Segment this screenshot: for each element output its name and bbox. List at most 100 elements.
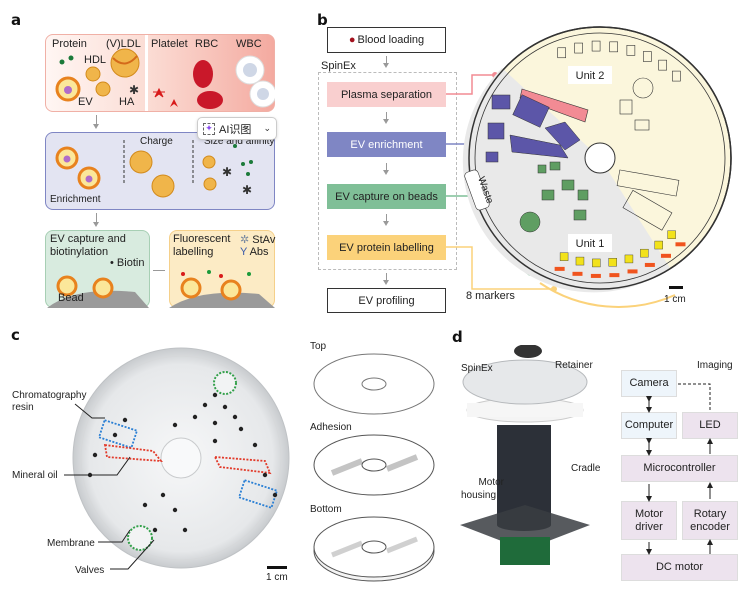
circuit-board <box>500 537 550 565</box>
membrane-callout: Membrane <box>47 538 95 549</box>
blood-components-illustration: ✱ <box>55 48 275 109</box>
lipoprotein <box>151 174 175 198</box>
stav-icon: ✲ <box>240 234 250 246</box>
arrow-down <box>383 163 389 175</box>
step-ev-enrichment: EV enrichment <box>327 132 446 157</box>
block-connectors <box>646 383 713 555</box>
rotary-encoder-block: Rotary encoder <box>682 501 738 540</box>
arrow-down <box>93 213 99 227</box>
valve <box>222 404 228 410</box>
enrichment-illustration: ✱ ✱ <box>55 140 253 198</box>
valve <box>92 452 98 458</box>
plasma-connector <box>446 74 495 95</box>
ai-image-recognition-button[interactable]: ✦ AI识图 ⌄ <box>197 117 277 140</box>
imaging-label: Imaging <box>697 360 733 371</box>
plasma-chamber <box>519 88 589 123</box>
valve <box>212 438 218 444</box>
spinex-disc <box>462 359 588 405</box>
valve <box>212 392 218 398</box>
stav-text: StAv <box>252 234 276 246</box>
valve <box>152 527 158 533</box>
enrichment-title: Enrichment <box>50 194 101 205</box>
spinex-photo-label: SpinEx <box>461 363 493 374</box>
lipoprotein <box>129 150 153 174</box>
scale-label: 1 cm <box>266 572 288 583</box>
label-platelet: Platelet <box>151 38 188 50</box>
base-plate <box>460 505 590 550</box>
label-chamber-yellow <box>608 258 617 267</box>
bead <box>47 290 149 308</box>
retainer <box>514 345 542 358</box>
unit2-well <box>672 70 681 82</box>
panel-a-letter: a <box>11 11 22 29</box>
dc-motor-block: DC motor <box>621 554 738 581</box>
arrow-down <box>383 273 389 285</box>
membrane-ring <box>213 371 237 395</box>
capture-title-1: EV capture and <box>50 233 126 245</box>
sparkle-scan-icon: ✦ <box>203 122 215 135</box>
label-chamber-red <box>675 242 686 247</box>
label-chamber-red <box>627 269 638 274</box>
unit2-well <box>658 59 667 71</box>
biotin-text: Biotin <box>116 257 145 269</box>
cradle-label: Cradle <box>571 463 601 474</box>
arrow-right <box>153 270 165 271</box>
divider <box>145 35 148 111</box>
dc-motor-label: DC motor <box>655 561 704 573</box>
motor-driver-label: Motor driver <box>634 507 664 533</box>
label-chamber-yellow <box>592 258 601 268</box>
blood-drop-icon: ● <box>348 34 356 46</box>
microcontroller-label: Microcontroller <box>643 462 716 474</box>
unit2-well <box>557 47 566 59</box>
resin-box <box>237 479 279 509</box>
scale-label: 1 cm <box>664 294 686 305</box>
size-affinity-label: Size and affinity <box>204 136 275 147</box>
unit2-label: Unit 2 <box>576 70 605 82</box>
valve <box>172 422 178 428</box>
spinex-group <box>318 72 457 270</box>
blood-loading-box: ● Blood loading <box>327 27 446 53</box>
retainer-label: Retainer <box>555 360 593 371</box>
spinex-disc-diagram: Unit 2 Unit 1 Waste 8 markers 1 cm <box>446 26 732 308</box>
label-chamber-red <box>590 273 601 278</box>
callout-leaders <box>64 403 155 570</box>
capture-title-2: biotinylation <box>50 246 109 258</box>
rbc <box>193 60 213 88</box>
rotary-encoder-label: Rotary encoder <box>690 507 730 533</box>
mineral-oil-callout: Mineral oil <box>12 470 58 481</box>
valve <box>262 472 268 478</box>
resin-box <box>97 419 139 449</box>
labelling-title-2: labelling <box>173 246 214 258</box>
label-vldl: (V)LDL <box>106 38 141 50</box>
svg-text:✱: ✱ <box>222 165 232 179</box>
spinex-photo <box>72 347 290 569</box>
arrow-down <box>93 115 99 129</box>
chevron-down-icon[interactable]: ⌄ <box>263 123 271 133</box>
layer-bottom <box>313 516 435 582</box>
layer-adhesion <box>313 434 435 496</box>
bead-label: Bead <box>58 292 84 304</box>
label-chamber-red <box>644 262 655 267</box>
spinex-label: SpinEx <box>321 60 356 72</box>
hdl-particle <box>85 66 101 82</box>
ai-button-label: AI识图 <box>219 123 252 136</box>
label-chamber-yellow <box>624 254 634 264</box>
unit2-well <box>609 41 618 53</box>
ha-glyph: ✱ <box>129 83 139 97</box>
panel-c-letter: c <box>11 326 20 344</box>
stav-label: ✲ StAv <box>240 233 275 246</box>
step-label: Plasma separation <box>340 88 433 101</box>
valve <box>272 492 278 498</box>
panel-b-letter: b <box>317 11 328 29</box>
panel-d-letter: d <box>452 328 463 346</box>
camera-block: Camera <box>621 370 677 397</box>
abs-label: Y Abs <box>240 246 269 258</box>
valve <box>182 527 188 533</box>
chromatography-callout: Chromatography resin <box>12 390 87 413</box>
capture-illustration <box>47 275 149 308</box>
valve <box>232 414 238 420</box>
label-ev: EV <box>78 96 93 108</box>
label-protein: Protein <box>52 38 87 50</box>
labelling-illustration <box>169 270 275 308</box>
motor-housing-label-2: housing <box>461 490 497 501</box>
